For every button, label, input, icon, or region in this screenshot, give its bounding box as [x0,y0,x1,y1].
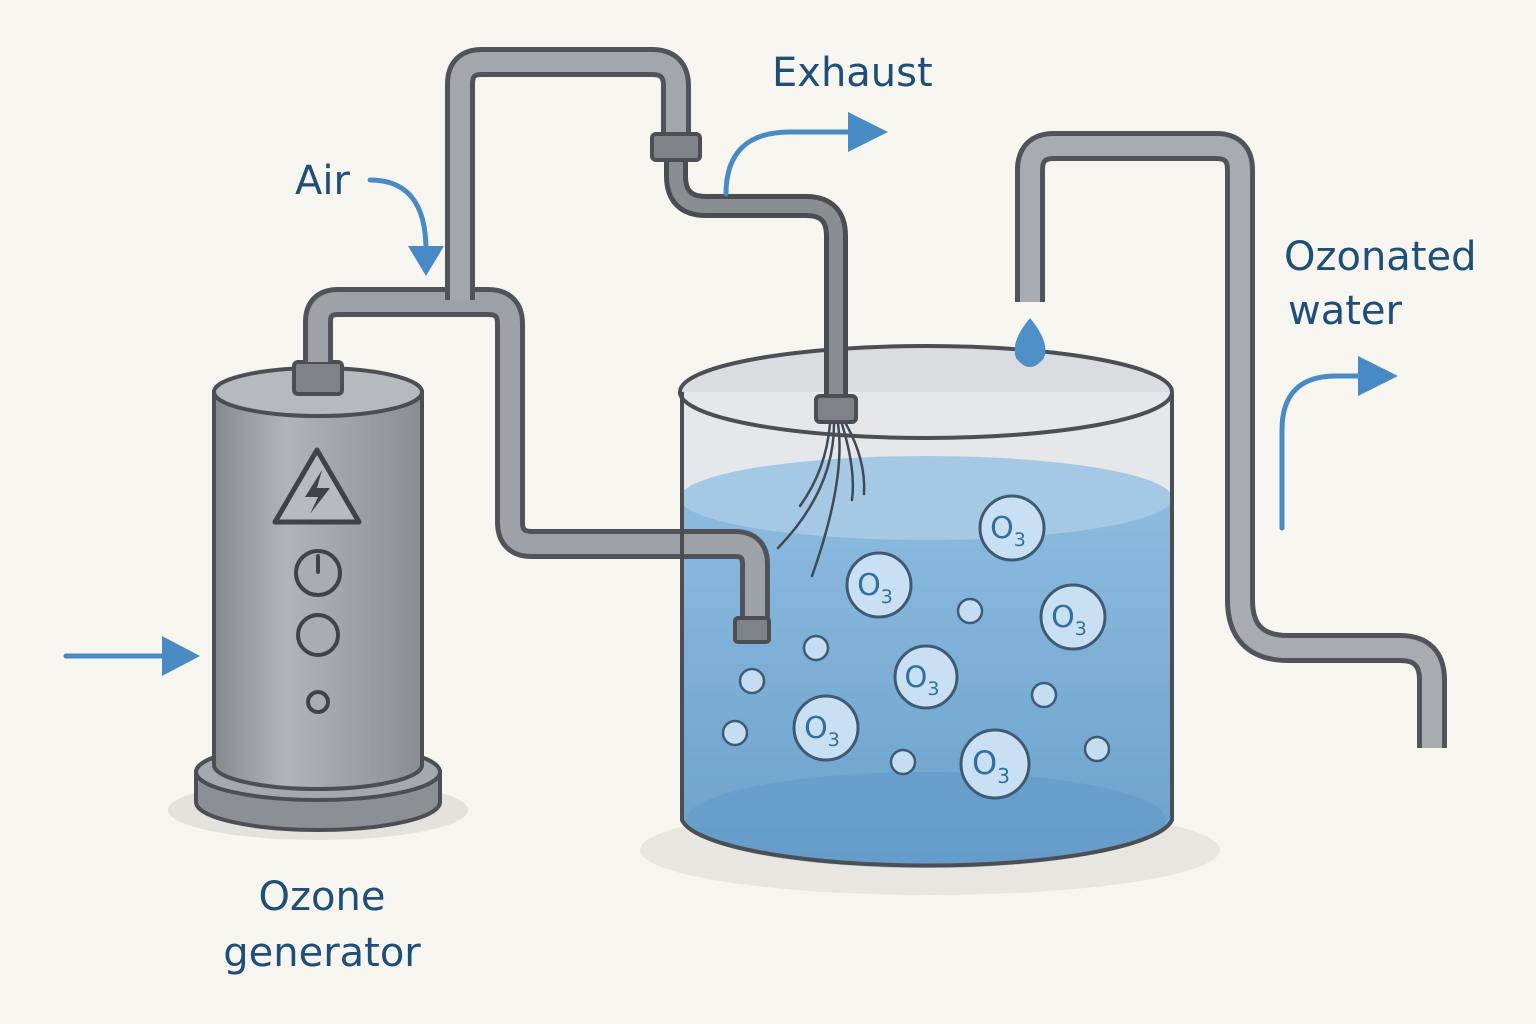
generator-outlet [292,360,344,396]
o3-bubble: O3 [1039,583,1107,651]
control-knob[interactable] [296,613,340,657]
bubble [721,719,749,747]
tank-front [678,391,1174,868]
feed-pipe [308,292,765,620]
power-button[interactable] [294,549,342,597]
bubble [738,667,766,695]
diffuser-coupling [814,394,858,424]
exhaust-loop-pipe [450,52,686,300]
bubble [1030,681,1058,709]
o3-bubble: O3 [845,551,913,619]
flow-arrows [63,112,1398,676]
air-label: Air [295,158,350,204]
ozonated-water-arrow [1279,373,1365,531]
ozonated-water-label-line2: water [1288,288,1403,334]
bubble [1083,735,1111,763]
exhaust-arrowhead-icon [848,112,888,152]
ozone-generator-label-line1: Ozone [259,874,386,920]
o3-bubble: O3 [978,494,1046,562]
small-bubbles [721,597,1111,776]
outlet-pipe [1020,136,1442,748]
exhaust-coupling [650,132,702,162]
o3-bubble: O3 [959,728,1031,800]
pipes [303,47,1447,748]
ozonated-water-label-line1: Ozonated [1284,234,1477,280]
exhaust-arrow [723,129,855,197]
ozone-generator [194,360,442,832]
diffuser-pipe [669,160,843,398]
water-droplet-icon [1014,318,1046,367]
input-arrowhead-icon [162,636,200,676]
indicator-light [306,690,330,714]
ozone-generator-label-line2: generator [223,930,421,976]
bubble [889,748,917,776]
o3-bubble: O3 [893,644,959,710]
air-arrow [367,177,429,253]
o3-bubble: O3 [792,694,860,762]
high-voltage-warning-icon [272,447,362,525]
air-arrowhead-icon [408,246,444,276]
exhaust-label: Exhaust [772,50,933,96]
bubble [802,634,830,662]
bubble [956,597,984,625]
ozonated-water-arrowhead-icon [1358,356,1398,396]
feed-nozzle [733,616,771,644]
